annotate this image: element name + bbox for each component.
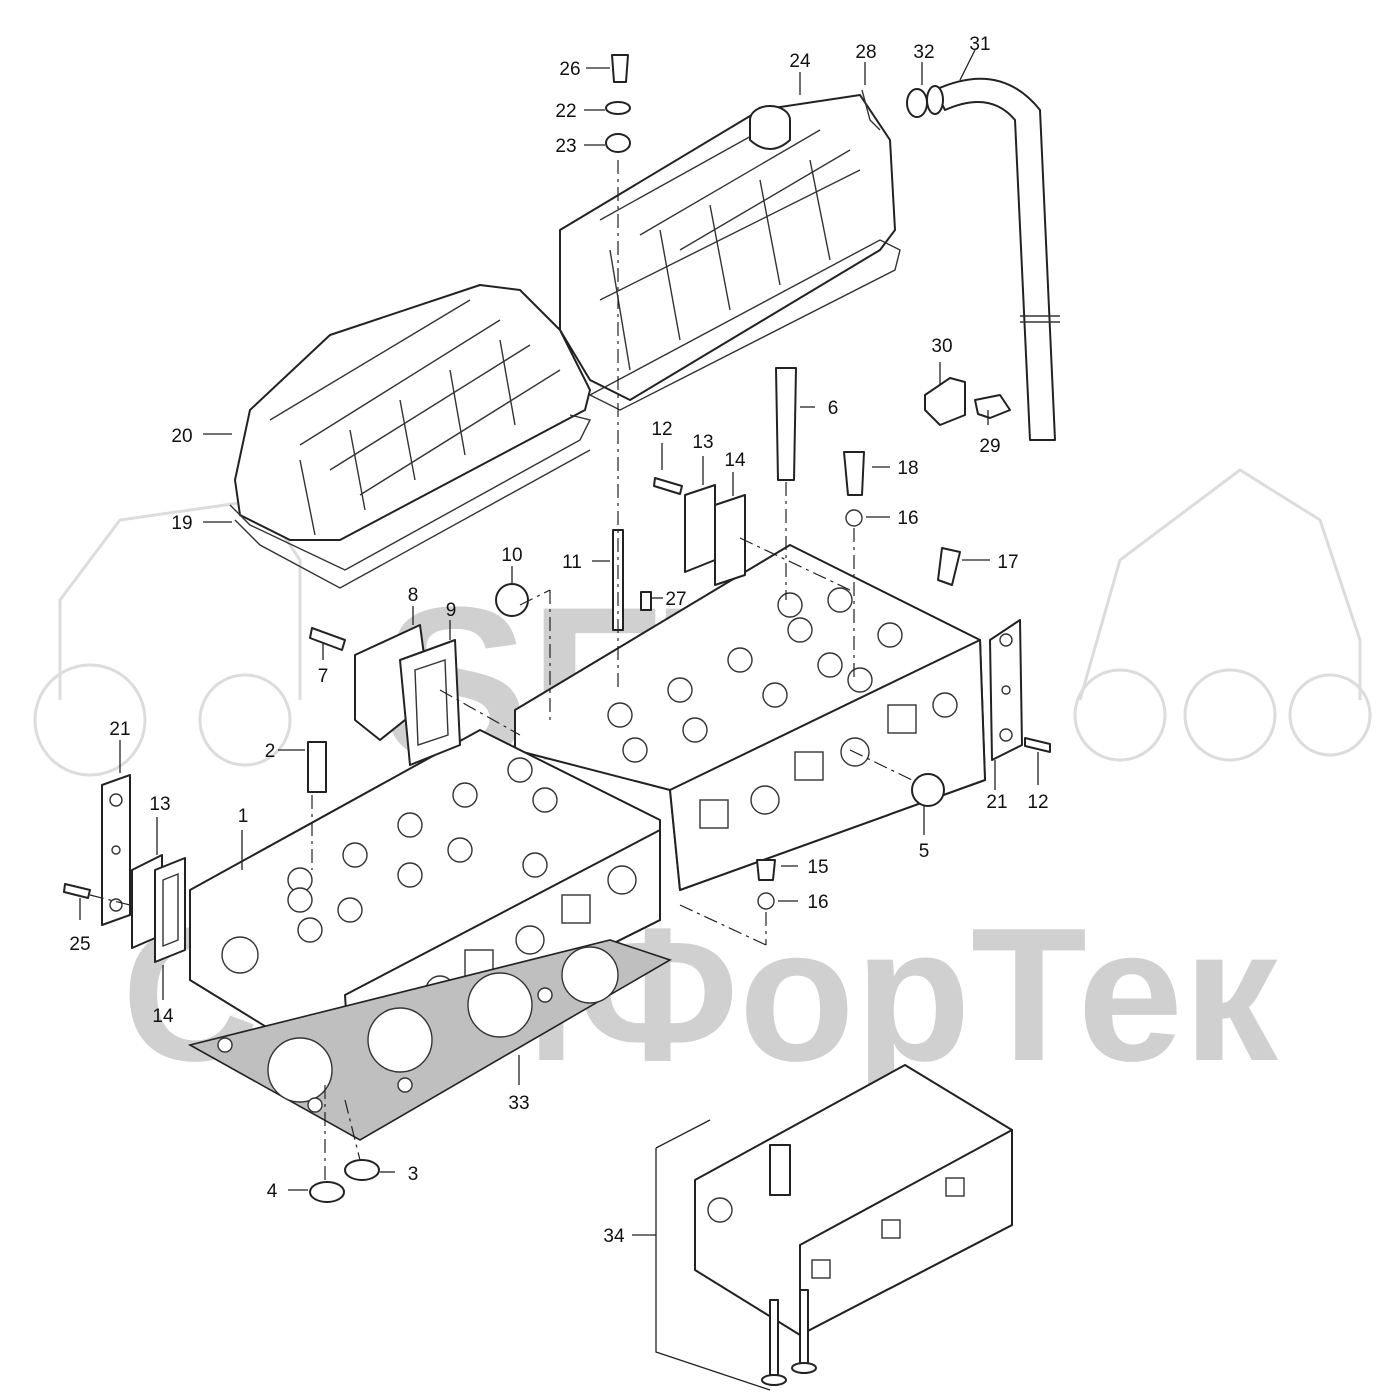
callout-8: 8: [408, 585, 419, 606]
callout-20: 20: [171, 426, 192, 447]
callout-17: 17: [997, 552, 1018, 573]
cylinder-head-rear: [514, 544, 986, 891]
callout-labels: 26 22 23 24 28 32 31 30 29 6 18 16 17 20…: [69, 34, 1048, 1247]
side-plates-right: [653, 477, 1051, 761]
stud-17: [937, 547, 961, 586]
washer-16b: [757, 892, 775, 910]
sensor-18: [843, 451, 865, 496]
callout-4: 4: [267, 1181, 278, 1202]
pin-27: [640, 591, 652, 611]
callout-19: 19: [171, 513, 192, 534]
callout-26: 26: [559, 59, 580, 80]
thermostat-housing: [309, 624, 461, 766]
callout-24: 24: [789, 51, 811, 72]
callout-9: 9: [446, 600, 457, 621]
callout-21a: 21: [109, 719, 130, 740]
callout-3: 3: [408, 1164, 419, 1185]
wire-28: [861, 89, 881, 131]
callout-18: 18: [897, 458, 918, 479]
callout-13b: 13: [692, 432, 713, 453]
hose-clamp: [924, 377, 1011, 426]
alignment-lines: [89, 160, 913, 1180]
rocker-cover-rear: [559, 94, 901, 411]
callout-29: 29: [979, 436, 1000, 457]
dowel-pin-2: [307, 741, 327, 793]
callout-1: 1: [238, 806, 249, 827]
small-parts: [307, 54, 961, 1203]
callout-28: 28: [855, 42, 876, 63]
callout-10: 10: [501, 545, 522, 566]
callout-11: 11: [562, 552, 582, 573]
head-gasket: [187, 939, 672, 1141]
callout-34: 34: [603, 1226, 625, 1247]
callout-14b: 14: [724, 450, 746, 471]
front-head-valve-seats: [287, 757, 558, 943]
callout-5: 5: [919, 841, 930, 862]
callout-33: 33: [508, 1093, 529, 1114]
callout-7: 7: [318, 666, 329, 687]
washer-22: [605, 101, 631, 115]
callout-25: 25: [69, 934, 90, 955]
callout-2: 2: [265, 741, 276, 762]
callout-22: 22: [555, 101, 576, 122]
callout-6: 6: [828, 398, 839, 419]
rocker-cover-front: [229, 284, 592, 589]
bolt-26: [611, 54, 629, 83]
seal-plug-5: [911, 773, 945, 807]
callout-12a: 12: [651, 419, 672, 440]
washer-16a: [845, 509, 863, 527]
callout-15: 15: [807, 857, 828, 878]
seal-plug-10: [495, 583, 529, 617]
callout-21b: 21: [986, 792, 1007, 813]
callout-16b: 16: [807, 892, 828, 913]
callout-32: 32: [913, 42, 934, 63]
callout-12b: 12: [1027, 792, 1048, 813]
callout-30: 30: [931, 336, 952, 357]
grommet-23: [605, 133, 631, 153]
plug-15: [756, 859, 776, 881]
callout-23: 23: [555, 136, 576, 157]
callout-14a: 14: [152, 1006, 174, 1027]
watermark-machinery-outline: [33, 468, 1372, 777]
rear-head-valve-seats: [607, 587, 903, 763]
breather-hose: [906, 77, 1060, 441]
callout-31: 31: [969, 34, 990, 55]
callout-13a: 13: [149, 794, 170, 815]
side-plates-left: [63, 774, 186, 963]
callout-27: 27: [665, 589, 686, 610]
head-assembly-complete: [694, 1064, 1013, 1386]
seal-ring-3: [344, 1159, 380, 1181]
leader-lines: [79, 49, 1039, 1391]
long-bolt-6: [775, 367, 797, 481]
seal-ring-4: [309, 1181, 345, 1203]
callout-16a: 16: [897, 508, 918, 529]
